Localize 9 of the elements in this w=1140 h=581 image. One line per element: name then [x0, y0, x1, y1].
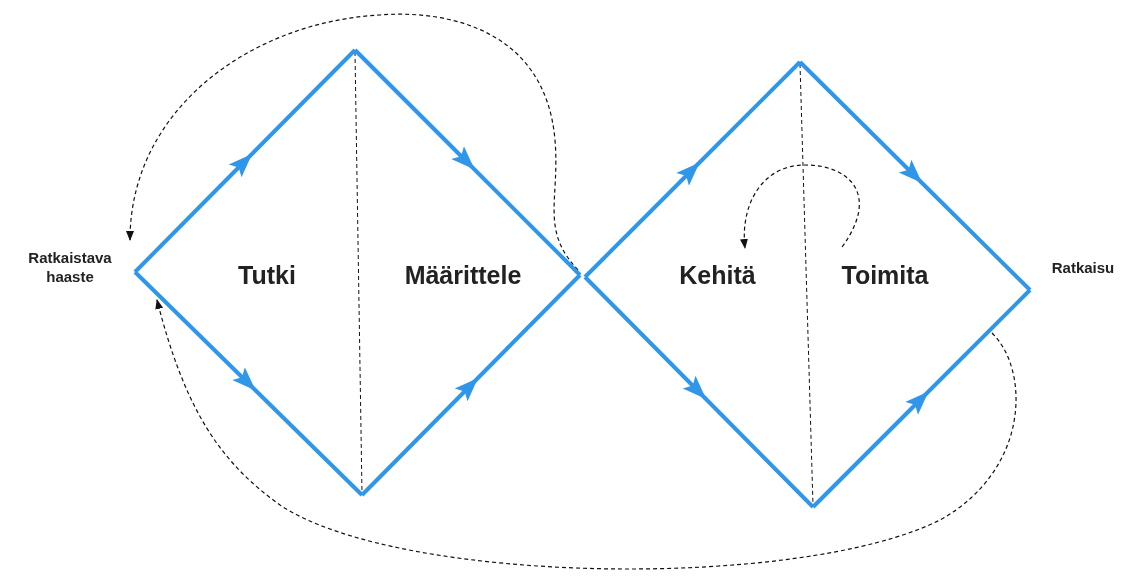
result-label: Ratkaisu: [1051, 258, 1115, 277]
phase-label: Määrittele: [404, 260, 522, 290]
phase-label: Tutki: [238, 260, 296, 290]
start-label: Ratkaistava haaste: [27, 248, 113, 286]
dashed-arrow: [126, 13, 579, 271]
phase-label: Kehitä: [679, 260, 756, 290]
dashed-arrow: [740, 164, 860, 249]
phase-label: Toimita: [841, 260, 929, 290]
dashed-arrow: [155, 299, 1017, 570]
